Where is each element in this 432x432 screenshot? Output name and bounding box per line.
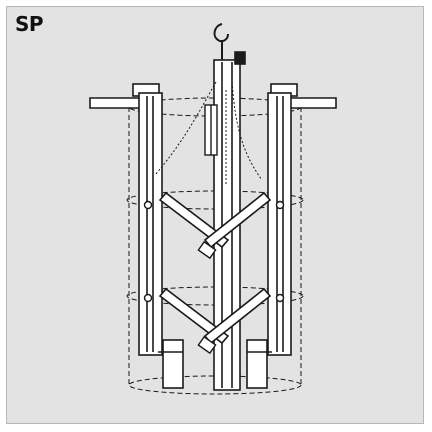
upper-braces <box>158 191 272 249</box>
left-post <box>132 83 184 389</box>
figure-label: SP <box>15 12 44 36</box>
crane-hook-icon <box>213 23 229 60</box>
lower-braces <box>158 287 272 345</box>
joint-pins <box>143 200 285 303</box>
brace-clamps <box>197 240 217 355</box>
lifting-chains <box>154 81 263 185</box>
right-post <box>246 83 298 389</box>
hanging-device <box>204 104 218 156</box>
